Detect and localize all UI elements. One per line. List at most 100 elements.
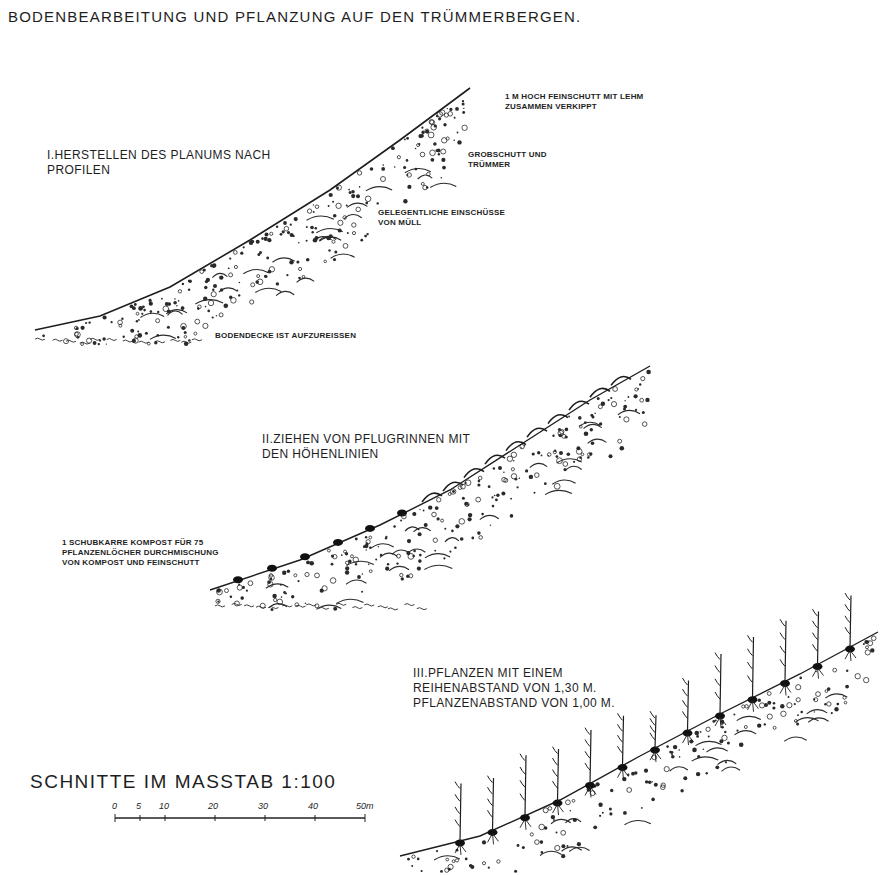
rubble-stone: [269, 267, 274, 272]
rubble-dot: [610, 789, 613, 792]
rubble-stone: [465, 502, 469, 506]
rubble-stone: [742, 705, 745, 708]
rubble-stone: [250, 300, 254, 304]
rubble-dot: [534, 492, 536, 494]
rubble-dot: [320, 589, 324, 593]
rubble-dot: [827, 687, 831, 691]
plant-stem: [688, 680, 689, 731]
debris-arc: [424, 565, 452, 569]
scale-number: 30: [258, 801, 268, 812]
plant-leaf: [780, 659, 785, 666]
rubble-dot: [715, 719, 717, 721]
rubble-stone: [336, 203, 341, 208]
rubble-dot: [423, 510, 425, 512]
plant-stem: [525, 755, 526, 816]
debris-arc: [276, 291, 294, 295]
rubble-dot: [243, 246, 245, 248]
rubble-stone: [270, 232, 273, 235]
rubble-stone: [767, 692, 771, 696]
rubble-dot: [240, 596, 244, 600]
rubble-dot: [312, 231, 314, 233]
rubble-dot: [758, 699, 761, 702]
rubble-dot: [355, 563, 357, 565]
rubble-dot: [522, 846, 525, 849]
scale-number: 0: [112, 801, 117, 812]
scale-number: 5: [136, 801, 141, 812]
rubble-stone: [195, 319, 200, 324]
scale-number: 40: [308, 801, 318, 812]
rubble-dot: [142, 305, 145, 308]
rubble-dot: [407, 185, 411, 189]
rubble-dot: [382, 164, 384, 166]
rubble-dot: [176, 305, 178, 307]
rubble-stone: [444, 113, 448, 117]
compost-hole: [267, 565, 277, 572]
rubble-dot: [725, 761, 727, 763]
rubble-dot: [403, 166, 406, 169]
rubble-stone: [430, 120, 435, 125]
plant-leaf: [780, 619, 785, 626]
rubble-dot: [394, 166, 396, 168]
plant-leaf: [618, 713, 623, 720]
rubble-dot: [598, 803, 602, 807]
rubble-stone: [442, 138, 447, 143]
rubble-stone: [865, 650, 870, 655]
plough-furrow: [611, 376, 631, 385]
rubble-dot: [282, 230, 285, 233]
rubble-dot: [424, 523, 428, 527]
rubble-dot: [313, 204, 314, 205]
scale-number: 50m: [356, 801, 374, 812]
plant-roots: [780, 685, 791, 696]
plant-leaf: [715, 692, 720, 699]
rubble-dot: [228, 267, 230, 269]
rubble-dot: [276, 226, 278, 228]
rubble-dot: [276, 282, 279, 285]
rubble-stone: [369, 536, 372, 539]
rubble-dot: [366, 542, 369, 545]
rubble-stone: [611, 402, 616, 407]
plant-leaf: [488, 799, 493, 806]
rubble-dot: [510, 514, 514, 518]
rubble-stone: [257, 279, 263, 285]
rubble-dot: [635, 409, 637, 411]
debris-arc: [140, 313, 164, 317]
rubble-dot: [362, 573, 364, 575]
rubble-stone: [330, 578, 336, 584]
rubble-stone: [868, 641, 873, 646]
rubble-dot: [584, 432, 589, 437]
rubble-dot: [602, 812, 604, 814]
ground-hatch: [306, 604, 316, 606]
rubble-stone: [307, 209, 311, 213]
rubble-dot: [453, 140, 455, 142]
rubble-dot: [418, 559, 422, 563]
rubble-dot: [548, 455, 550, 457]
rubble-stone: [781, 711, 786, 716]
rubble-dot: [213, 284, 217, 288]
rubble-dot: [404, 139, 406, 141]
rubble-dot: [102, 337, 105, 340]
rubble-dot: [532, 452, 535, 455]
ground-hatch: [35, 338, 45, 340]
rubble-dot: [514, 870, 517, 873]
scale-number: 10: [159, 801, 169, 812]
rubble-dot: [596, 782, 600, 786]
rubble-dot: [188, 289, 190, 291]
rubble-dot: [565, 428, 569, 432]
plant-leaf: [553, 781, 558, 788]
plant-leaf: [845, 593, 850, 600]
rubble-dot: [207, 310, 210, 313]
rubble-dot: [578, 416, 582, 420]
debris-arc: [307, 216, 334, 220]
rubble-stone: [431, 125, 437, 131]
plant-roots: [618, 769, 629, 780]
rubble-dot: [444, 528, 446, 530]
rubble-dot: [442, 166, 446, 170]
rubble-dot: [764, 723, 766, 725]
plant-leaf: [618, 746, 623, 753]
rubble-dot: [426, 186, 429, 189]
rubble-dot: [597, 397, 600, 400]
rubble-dot: [313, 211, 315, 213]
debris-arc: [331, 254, 355, 258]
debris-arc: [584, 424, 602, 428]
rubble-dot: [491, 496, 493, 498]
